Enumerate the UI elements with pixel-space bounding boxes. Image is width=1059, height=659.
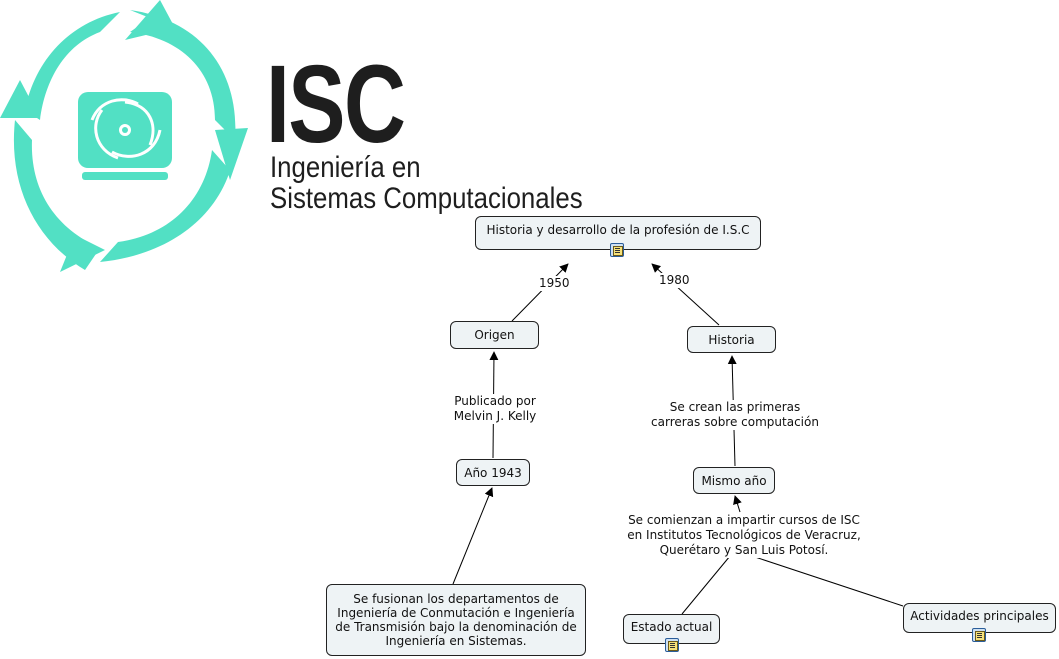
concept-historia-label: Historia <box>708 332 755 347</box>
link-label-comienzan: Se comienzan a impartir cursos de ISC en… <box>620 513 868 558</box>
concept-origen-label: Origen <box>474 328 515 342</box>
line-actividades-to-link <box>754 556 904 607</box>
concept-mismo-anio[interactable]: Mismo año <box>693 467 775 494</box>
line-origen-to-root <box>511 263 569 322</box>
connectors <box>452 263 904 615</box>
isc-logo-emblem <box>0 0 248 272</box>
concept-historia[interactable]: Historia <box>687 326 776 353</box>
concept-fusion[interactable]: Se fusionan los departamentos de Ingenie… <box>326 584 586 656</box>
link-label-1980: 1980 <box>659 273 690 288</box>
logo-subtitle-line2: Sistemas Computacionales <box>270 182 583 215</box>
resource-icon-actividades[interactable] <box>972 628 986 642</box>
logo-subtitle-line1: Ingeniería en <box>270 151 421 184</box>
concept-mismo-label: Mismo año <box>701 473 767 488</box>
resource-icon-root[interactable] <box>610 243 624 257</box>
link-label-crean: Se crean las primeras carreras sobre com… <box>647 400 823 430</box>
concept-fusion-label: Se fusionan los departamentos de Ingenie… <box>335 592 577 648</box>
concept-estado-label: Estado actual <box>630 620 713 634</box>
line-estado-to-link <box>681 555 731 615</box>
line-fusion-to-anio <box>452 487 494 585</box>
concept-anio-label: Año 1943 <box>464 465 522 480</box>
concept-anio-1943[interactable]: Año 1943 <box>456 459 530 486</box>
link-label-publicado: Publicado por Melvin J. Kelly <box>449 394 541 424</box>
concept-root-label: Historia y desarrollo de la profesión de… <box>486 223 750 237</box>
logo-title: ISC <box>266 43 406 166</box>
concept-origen[interactable]: Origen <box>450 321 539 349</box>
line-link-to-mismo <box>733 495 742 513</box>
resource-icon-estado[interactable] <box>665 638 679 652</box>
concept-actividades-label: Actividades principales <box>910 609 1049 623</box>
link-label-1950: 1950 <box>539 276 570 291</box>
